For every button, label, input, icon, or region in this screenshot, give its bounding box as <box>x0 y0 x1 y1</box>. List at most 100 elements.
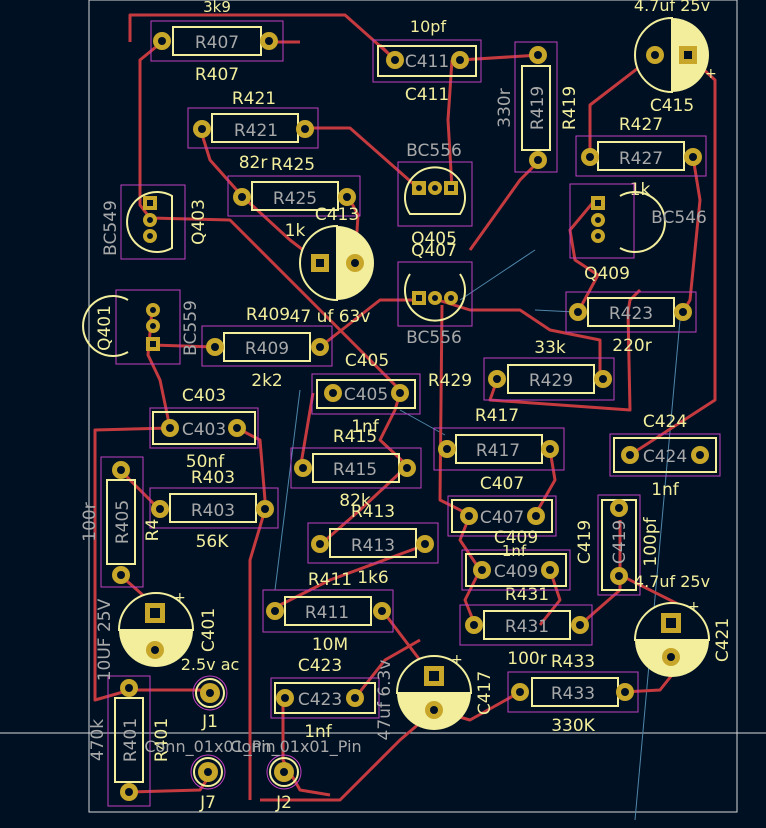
c401-value: 10UF 25V <box>95 598 115 681</box>
c417-plus: + <box>451 652 463 668</box>
resistor-R433[interactable]: R433 R433 330K <box>507 652 639 736</box>
r415-body-text: R415 <box>333 460 377 480</box>
r421-ref: R421 <box>232 89 276 109</box>
c415-ref: C415 <box>650 96 694 116</box>
r433-body-text: R433 <box>551 684 595 704</box>
resistor-R427[interactable]: R427 R427 1k <box>575 115 707 200</box>
r401-value: 470k <box>88 719 108 761</box>
transistor-Q403[interactable]: BC549 Q403 <box>101 184 209 260</box>
r429-value: 33k <box>534 338 566 358</box>
j7-value: Conn_01x01_Pin <box>144 737 275 757</box>
r425-ref: R425 <box>271 155 315 175</box>
q405-ref: Q405 <box>411 229 457 249</box>
transistor-Q401[interactable]: Q401 BC559 <box>82 289 201 365</box>
r429-ref: R429 <box>428 371 472 391</box>
c424-body-text: C424 <box>643 447 687 467</box>
c419-body-text: C419 <box>610 520 630 564</box>
q409-ref: Q409 <box>584 264 630 284</box>
capacitor-C424[interactable]: C424 C424 1nf <box>609 412 721 500</box>
r417-body-text: R417 <box>476 441 520 461</box>
r423-value: 220r <box>612 336 651 356</box>
c421-plus: + <box>688 599 700 615</box>
c413-value: 47 uf 63v <box>290 307 371 327</box>
q407-value: BC556 <box>406 328 462 348</box>
r431-body-text: R431 <box>505 617 549 637</box>
r419-ref: R419 <box>560 86 580 130</box>
r427-value: 1k <box>630 180 651 200</box>
c424-value: 1nf <box>651 480 680 500</box>
c409-ref: C409 <box>494 528 538 548</box>
j1-ref: J1 <box>201 712 218 732</box>
resistor-R403[interactable]: R403 R403 56K <box>149 468 279 552</box>
r421-body-text: R421 <box>234 121 278 141</box>
c415-plus: + <box>705 66 717 82</box>
capacitor-C415[interactable]: + 4.7uf 25v C415 <box>634 0 717 116</box>
c411-ref: C411 <box>405 85 449 105</box>
connector-J1[interactable]: 2.5v ac J1 <box>181 655 240 732</box>
q401-value: BC559 <box>181 300 201 356</box>
transistor-Q407[interactable]: Q407 BC556 <box>397 241 473 348</box>
r425-value: 1k <box>285 221 306 241</box>
q405-value: BC556 <box>406 141 462 161</box>
capacitor-C403[interactable]: C403 C403 50nf <box>149 386 259 472</box>
resistor-R405[interactable]: R405 100r R4 <box>80 456 163 588</box>
c409-body-text: C409 <box>494 562 538 582</box>
q407-ref: Q407 <box>411 241 457 261</box>
r411-body-text: R411 <box>305 603 349 623</box>
capacitor-C413[interactable]: C413 47 uf 63v <box>290 205 374 327</box>
resistor-R431[interactable]: R431 R431 100r <box>459 585 593 669</box>
c403-value: 50nf <box>186 452 225 472</box>
c401-plus: + <box>174 590 186 606</box>
r407-ref: R407 <box>195 65 239 85</box>
capacitor-C421[interactable]: + 4.7uf 25v C421 <box>634 572 733 677</box>
transistor-Q405[interactable]: BC556 Q405 <box>397 141 473 249</box>
r433-value: 330K <box>551 716 595 736</box>
c419-ref: C419 <box>575 520 595 564</box>
c407-ref: C407 <box>480 474 524 494</box>
r409-ref: R409 <box>246 305 290 325</box>
resistor-R421[interactable]: R421 R421 82r <box>187 89 319 173</box>
c405-body-text: C405 <box>344 385 388 405</box>
resistor-R419[interactable]: R419 330r R419 <box>495 41 580 173</box>
r401-ref: R401 <box>152 718 172 762</box>
resistor-R415[interactable]: R415 R415 82k <box>290 427 422 511</box>
capacitor-C419[interactable]: C419 C419 100pf <box>575 494 661 596</box>
resistor-R429[interactable]: R429 R429 33k <box>428 338 615 401</box>
resistor-R425[interactable]: R425 R425 1k <box>227 155 361 241</box>
r421-value: 82r <box>239 153 268 173</box>
r431-ref: R431 <box>505 585 549 605</box>
transistor-Q409[interactable]: BC546 Q409 <box>569 183 707 284</box>
r431-value: 100r <box>507 649 546 669</box>
connector-J7[interactable]: J7 <box>190 754 226 813</box>
r411-ref: R411 <box>308 570 352 590</box>
capacitor-C405[interactable]: C405 C405 1nf <box>311 351 421 437</box>
r407-value: 3k9 <box>203 0 231 16</box>
capacitor-C423[interactable]: C423 C423 1nf <box>270 656 380 742</box>
resistor-R409[interactable]: R409 R409 2k2 <box>201 305 333 391</box>
r415-value: 82k <box>339 491 371 511</box>
c403-ref: C403 <box>182 386 226 406</box>
r413-body-text: R413 <box>351 536 395 556</box>
resistor-R413[interactable]: R413 R413 1k6 <box>307 502 439 588</box>
j2-value: Conn_01x01_Pin <box>230 737 361 757</box>
resistor-R407[interactable]: R407 3k9 R407 <box>150 0 284 85</box>
capacitor-C401[interactable]: + 10UF 25V C401 <box>95 590 219 681</box>
capacitor-C411[interactable]: C411 10pf C411 <box>372 17 482 105</box>
resistor-R411[interactable]: R411 R411 10M <box>262 570 394 655</box>
resistor-R423[interactable]: R423 220r <box>565 291 697 356</box>
c423-ref: C423 <box>298 656 342 676</box>
c419-value: 100pf <box>641 516 661 566</box>
capacitor-C407[interactable]: C407 C407 <box>447 474 557 537</box>
c411-body-text: C411 <box>405 52 449 72</box>
r419-value: 330r <box>495 88 515 127</box>
c417-value: 47uf 6.3v <box>375 660 395 741</box>
resistor-R417[interactable]: R417 R417 <box>433 406 565 471</box>
capacitor-C409[interactable]: C409 C409 1nf <box>461 528 571 591</box>
r427-ref: R427 <box>619 115 663 135</box>
c417-ref: C417 <box>475 671 495 715</box>
connector-J2[interactable]: J2 <box>266 754 302 813</box>
resistor-R401[interactable]: R401 470k R401 <box>88 675 172 807</box>
r423-body-text: R423 <box>609 304 653 324</box>
capacitor-C417[interactable]: + 47uf 6.3v C417 <box>375 652 495 740</box>
